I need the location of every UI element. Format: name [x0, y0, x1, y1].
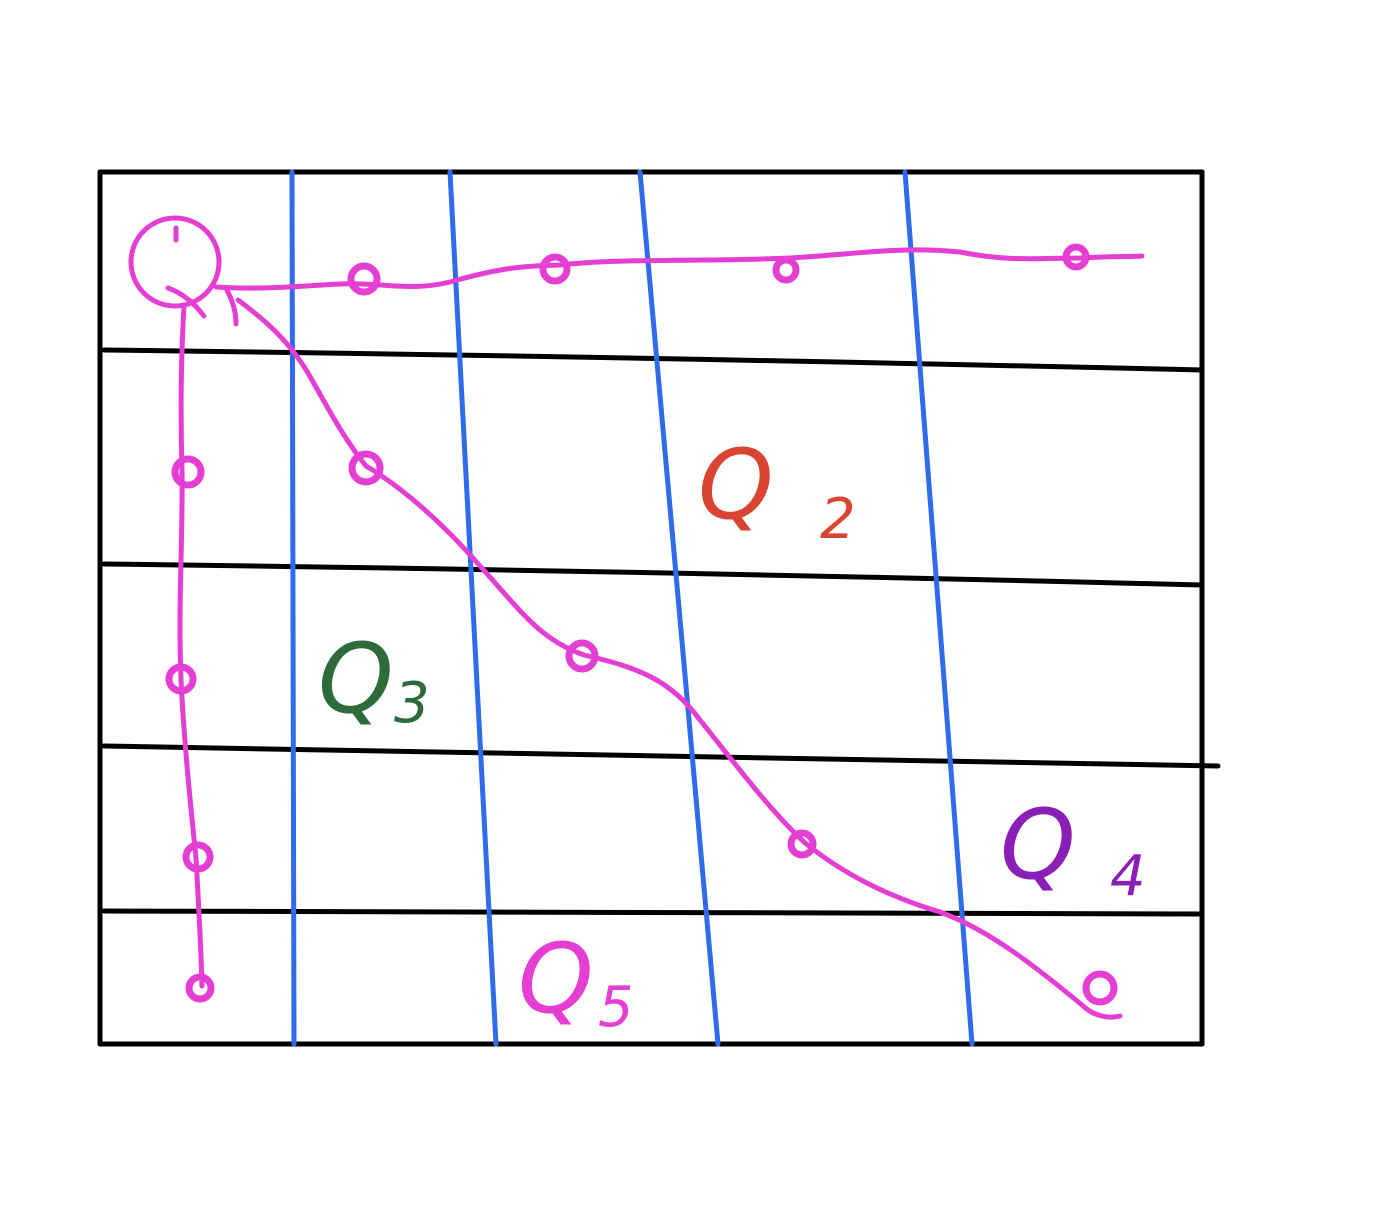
start-node: [128, 215, 222, 309]
path-dot: [185, 973, 215, 1003]
path-dot: [565, 639, 599, 673]
horizontal-grid-lines: [101, 347, 1221, 917]
path-dot: [787, 829, 817, 859]
horizontal-grid-line: [101, 743, 1221, 769]
q5-label: Q: [518, 923, 594, 1035]
diagonal-path: [223, 285, 1123, 1020]
grid-frame: [97, 169, 1205, 1047]
path-dot: [348, 450, 384, 486]
path-dot: [165, 663, 197, 695]
pink-paths: [128, 215, 1145, 1020]
q3-label: Q: [318, 623, 394, 735]
vertical-path-dots: [165, 455, 215, 1003]
vertical-blue-line: [902, 169, 975, 1047]
path-dot: [539, 253, 571, 285]
vertical-path: [177, 303, 205, 989]
path-dot: [772, 256, 800, 284]
path-dot: [1082, 970, 1118, 1006]
vertical-blue-lines: [289, 169, 975, 1047]
vertical-blue-line: [447, 169, 499, 1047]
path-dot: [182, 841, 214, 873]
q2-subscript: 2: [820, 487, 856, 552]
q-labels: Q 2 Q 3 Q 4 Q 5: [318, 429, 1146, 1040]
q2-label: Q: [698, 429, 774, 541]
diagonal-path-dots: [348, 450, 1118, 1006]
start-node-tail: [165, 285, 207, 319]
horizontal-grid-line: [101, 561, 1205, 588]
horizontal-path-dots: [347, 243, 1090, 296]
horizontal-grid-line: [101, 347, 1205, 373]
q4-subscript: 4: [1110, 844, 1146, 909]
horizontal-grid-line: [101, 908, 1205, 917]
vertical-blue-line: [289, 169, 297, 1047]
path-dot: [347, 262, 381, 296]
q3-subscript: 3: [394, 671, 430, 736]
q4-label: Q: [1000, 789, 1076, 901]
q5-subscript: 5: [598, 975, 634, 1040]
path-dot: [171, 455, 205, 489]
vertical-blue-line: [637, 169, 721, 1047]
path-dot: [1062, 243, 1090, 271]
